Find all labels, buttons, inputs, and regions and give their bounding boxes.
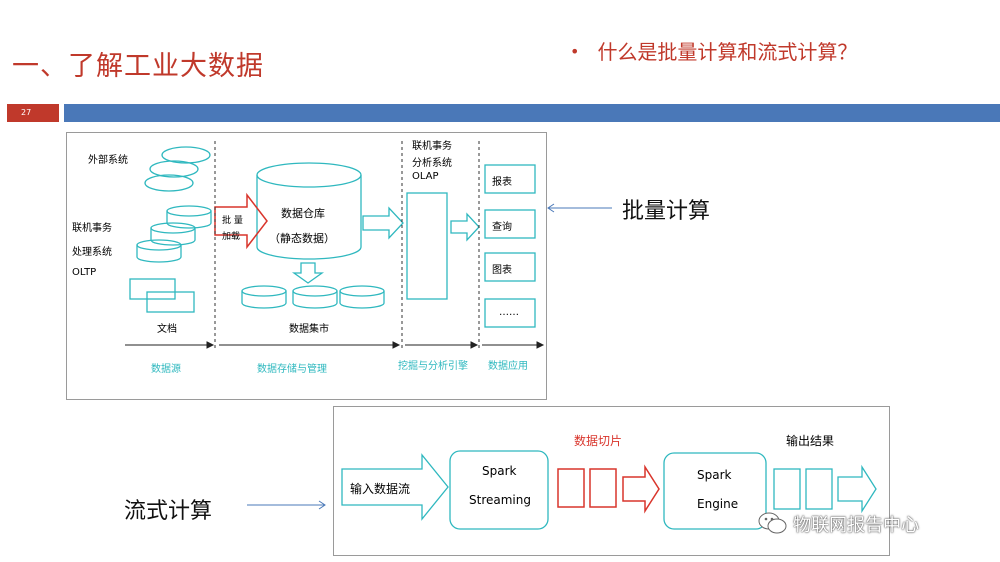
data-slice-block (589, 468, 617, 508)
olap-label-line3: OLAP (412, 171, 439, 182)
batch-pointer-head (547, 203, 555, 213)
oltp-cylinder (166, 205, 212, 229)
source-oltp-line1: 联机事务 (72, 223, 112, 234)
page-number: 27 (7, 104, 59, 122)
datamart-cylinder (339, 285, 385, 309)
section-datasource: 数据源 (151, 364, 181, 375)
section-storage: 数据存储与管理 (257, 364, 327, 375)
datamart-label: 数据集市 (289, 324, 329, 335)
input-stream-label: 输入数据流 (350, 482, 411, 496)
source-external: 外部系统 (88, 155, 128, 166)
stream-diagram-frame: 输入数据流 Spark Streaming 数据切片 Spark Engine … (333, 406, 890, 556)
spark-streaming-box (449, 450, 549, 530)
app-query-label: 查询 (492, 222, 512, 233)
oltp-cylinder (150, 222, 196, 246)
batch-label: 批量计算 (622, 199, 711, 224)
olap-label-line1: 联机事务 (412, 141, 452, 152)
app-box-more (484, 298, 536, 328)
document-shape (129, 278, 176, 300)
batch-diagram-graphics (125, 141, 545, 351)
source-oltp-line3: OLTP (72, 267, 97, 278)
app-box-chart (484, 252, 536, 282)
data-slice-block (557, 468, 585, 508)
batch-diagram-frame: 外部系统 联机事务 处理系统 OLTP 文档 批 量 加载 数据仓库 （静态数据… (66, 132, 547, 400)
batch-load-label-top: 批 量 (222, 216, 243, 226)
app-report-label: 报表 (492, 177, 512, 188)
watermark-text: 物联网报告中心 (793, 515, 920, 536)
output-arrow (837, 464, 877, 514)
slice-arrow (622, 464, 660, 514)
warehouse-down-arrow (291, 262, 325, 284)
section-arrow-head (536, 341, 545, 349)
app-more-label: …… (499, 307, 519, 318)
bullet-text: 什么是批量计算和流式计算？ (597, 40, 858, 64)
section-mining: 挖掘与分析引擎 (398, 361, 468, 372)
datamart-cylinder (241, 285, 287, 309)
external-system-ellipse (149, 160, 199, 178)
stream-diagram-graphics (341, 450, 877, 530)
bullet-question: • 什么是批量计算和流式计算？ (570, 36, 857, 65)
datamart-cylinder (292, 285, 338, 309)
output-result-block (773, 468, 801, 510)
batch-load-arrow (214, 192, 268, 250)
olap-box (406, 192, 448, 300)
to-apps-arrow (450, 212, 480, 242)
external-system-ellipse (161, 146, 211, 164)
slide-title: 一、了解工业大数据 (12, 51, 264, 82)
spark-engine-line2: Engine (697, 497, 739, 511)
stream-pointer-head (318, 500, 326, 510)
output-result-block (805, 468, 833, 510)
slice-label: 数据切片 (574, 434, 623, 448)
app-chart-label: 图表 (492, 265, 512, 276)
section-arrow-head (470, 341, 479, 349)
header-rule-bar (64, 104, 1000, 122)
app-box-query (484, 209, 536, 239)
input-stream-arrow (341, 453, 449, 521)
oltp-cylinder (136, 239, 182, 263)
spark-engine-line1: Spark (697, 468, 732, 482)
spark-streaming-line1: Spark (482, 464, 517, 478)
section-application: 数据应用 (488, 361, 528, 372)
warehouse-subtitle: （静态数据） (269, 232, 335, 245)
section-arrow-head (392, 341, 401, 349)
app-box-report (484, 164, 536, 194)
olap-label-line2: 分析系统 (412, 158, 452, 169)
source-oltp-line2: 处理系统 (72, 247, 112, 258)
document-shape (146, 291, 195, 313)
external-system-ellipse (144, 174, 194, 192)
bullet-dot-icon: • (570, 42, 580, 61)
warehouse-title: 数据仓库 (281, 207, 325, 220)
spark-engine-box (663, 452, 767, 530)
section-arrow-head (206, 341, 215, 349)
batch-load-label-bottom: 加载 (222, 232, 241, 242)
watermark: 物联网报告中心 (758, 507, 919, 537)
spark-streaming-line2: Streaming (469, 493, 531, 507)
warehouse-cylinder (256, 162, 362, 260)
source-document: 文档 (157, 324, 177, 335)
stream-label: 流式计算 (124, 499, 213, 524)
wechat-icon (758, 512, 787, 534)
to-olap-arrow (362, 206, 404, 240)
output-label: 输出结果 (786, 434, 835, 448)
